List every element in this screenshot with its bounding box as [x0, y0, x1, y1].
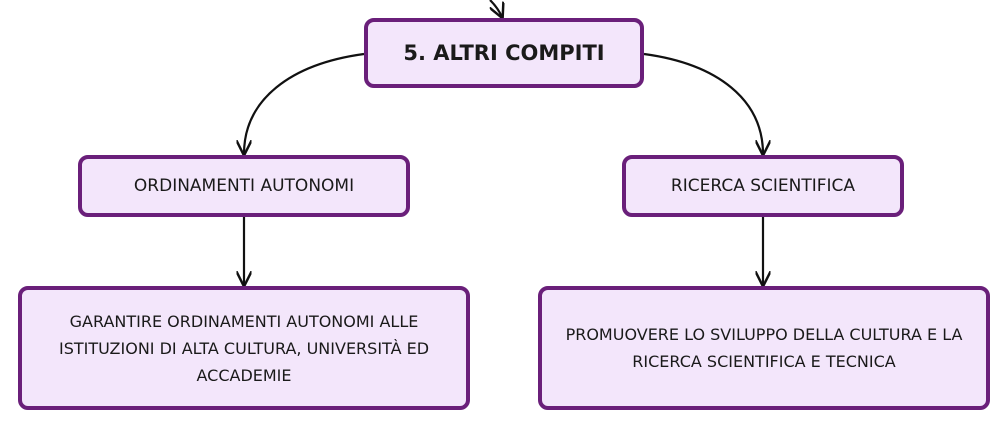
node-ricerca-detail: PROMUOVERE LO SVILUPPO DELLA CULTURA E L… — [538, 286, 990, 410]
node-ricerca-scientifica: RICERCA SCIENTIFICA — [622, 155, 904, 217]
node-label: ORDINAMENTI AUTONOMI — [133, 176, 355, 196]
node-ordinamenti-autonomi: ORDINAMENTI AUTONOMI — [78, 155, 410, 217]
node-detail-text: PROMUOVERE LO SVILUPPO DELLA CULTURA E L… — [565, 325, 963, 371]
node-label: RICERCA SCIENTIFICA — [670, 176, 856, 196]
edge-root-to-ordinamenti — [244, 52, 365, 154]
edge-root-to-ricerca — [643, 52, 763, 154]
node-ordinamenti-detail: GARANTIRE ORDINAMENTI AUTONOMI ALLE ISTI… — [18, 286, 470, 410]
root-label: 5. ALTRI COMPITI — [403, 41, 605, 65]
node-detail-text: GARANTIRE ORDINAMENTI AUTONOMI ALLE ISTI… — [58, 311, 430, 385]
root-node: 5. ALTRI COMPITI — [364, 18, 644, 88]
incoming-edge — [489, 0, 502, 17]
